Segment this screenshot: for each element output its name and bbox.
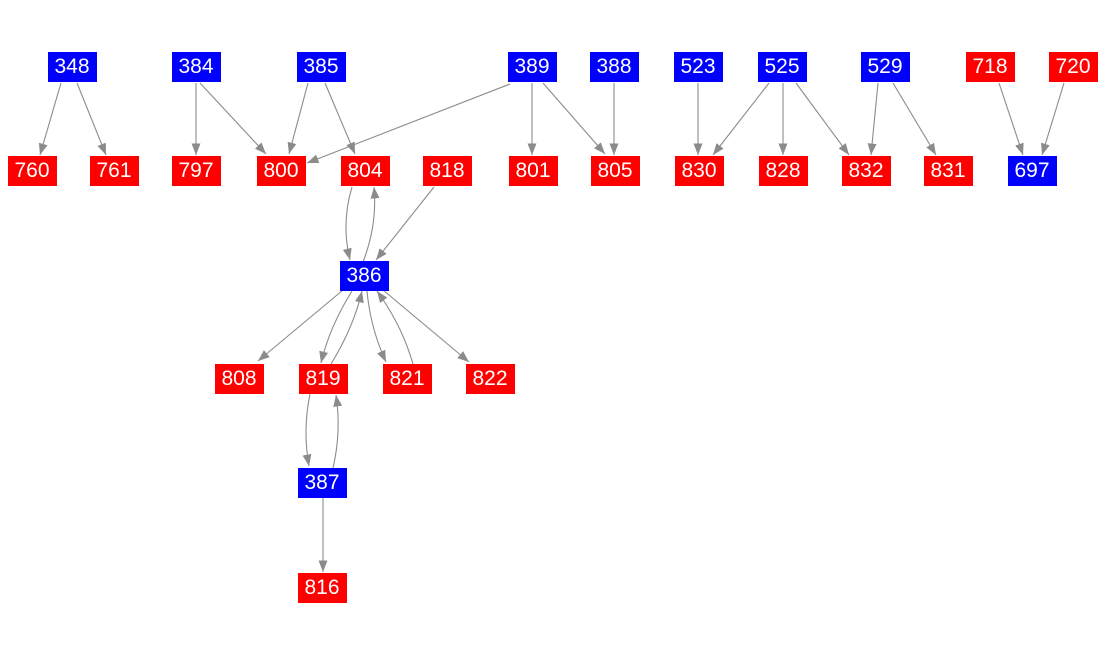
edge-386-808 xyxy=(257,289,344,362)
node-818[interactable]: 818 xyxy=(422,156,472,186)
edge-389-800 xyxy=(306,83,511,164)
edge-818-386 xyxy=(375,186,435,261)
edge-386-822 xyxy=(382,289,470,363)
edge-819-386 xyxy=(330,290,364,365)
node-830[interactable]: 830 xyxy=(674,156,724,186)
edge-821-386 xyxy=(376,290,414,365)
node-816[interactable]: 816 xyxy=(297,573,347,603)
node-819[interactable]: 819 xyxy=(298,364,348,394)
node-386[interactable]: 386 xyxy=(339,261,389,291)
node-529[interactable]: 529 xyxy=(860,52,910,82)
node-828[interactable]: 828 xyxy=(758,156,808,186)
node-797[interactable]: 797 xyxy=(171,156,221,186)
node-384[interactable]: 384 xyxy=(171,52,221,82)
edge-525-832 xyxy=(795,82,850,156)
node-805[interactable]: 805 xyxy=(590,156,640,186)
edge-348-760 xyxy=(38,82,62,156)
node-718[interactable]: 718 xyxy=(965,52,1015,82)
node-831[interactable]: 831 xyxy=(923,156,973,186)
edge-386-821 xyxy=(366,290,387,363)
node-804[interactable]: 804 xyxy=(340,156,390,186)
node-525[interactable]: 525 xyxy=(757,52,807,82)
edge-385-800 xyxy=(287,82,309,155)
edge-389-805 xyxy=(542,82,606,155)
edge-804-386 xyxy=(342,186,353,261)
node-801[interactable]: 801 xyxy=(508,156,558,186)
edge-386-804 xyxy=(362,186,380,263)
edge-819-387 xyxy=(302,393,312,467)
node-389[interactable]: 389 xyxy=(507,52,557,82)
node-387[interactable]: 387 xyxy=(297,468,347,498)
node-761[interactable]: 761 xyxy=(89,156,139,186)
edge-384-800 xyxy=(199,82,267,155)
edge-385-804 xyxy=(324,82,356,155)
edge-529-831 xyxy=(892,82,937,156)
edge-386-819 xyxy=(319,290,353,364)
node-832[interactable]: 832 xyxy=(841,156,891,186)
node-385[interactable]: 385 xyxy=(296,52,346,82)
node-808[interactable]: 808 xyxy=(214,364,264,394)
node-800[interactable]: 800 xyxy=(256,156,306,186)
edge-348-761 xyxy=(76,82,107,156)
node-388[interactable]: 388 xyxy=(589,52,639,82)
edge-720-697 xyxy=(1041,82,1065,156)
node-523[interactable]: 523 xyxy=(673,52,723,82)
node-348[interactable]: 348 xyxy=(47,52,97,82)
edge-387-819 xyxy=(332,394,343,469)
edge-525-830 xyxy=(712,82,770,156)
node-760[interactable]: 760 xyxy=(7,156,57,186)
edge-718-697 xyxy=(998,82,1024,156)
node-720[interactable]: 720 xyxy=(1048,52,1098,82)
node-697[interactable]: 697 xyxy=(1007,156,1057,186)
node-822[interactable]: 822 xyxy=(465,364,515,394)
node-821[interactable]: 821 xyxy=(382,364,432,394)
edge-529-832 xyxy=(867,82,879,156)
